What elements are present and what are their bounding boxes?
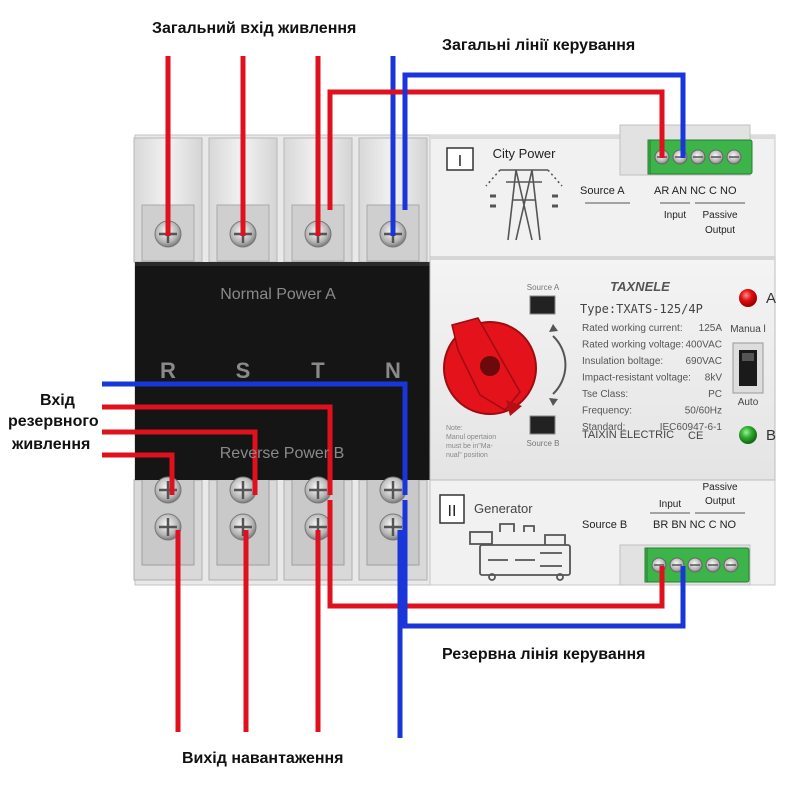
- source-b-output: Output: [705, 496, 735, 507]
- terminal-screw-icon: [154, 476, 182, 504]
- type-label: Type:TXATS-125/4P: [580, 302, 703, 316]
- phase-label-r: R: [160, 358, 176, 383]
- terminal-screw-icon: [379, 476, 407, 504]
- indicator-lamp-a: [739, 289, 757, 307]
- spec-label: Rated working voltage:: [582, 340, 684, 351]
- backup-input-wire-r: [102, 452, 175, 495]
- source-a-input: Input: [664, 210, 686, 221]
- terminal-screw-icon: [304, 476, 332, 504]
- backup-input-wire-t: [102, 404, 333, 495]
- phase-label-n: N: [385, 358, 401, 383]
- terminal-screw-icon: [229, 476, 257, 504]
- spec-label: Rated working current:: [582, 323, 683, 334]
- red-rotary-handle[interactable]: [443, 317, 537, 416]
- phase-label-t: T: [311, 358, 325, 383]
- spec-label: Tse Class:: [582, 389, 628, 400]
- terminal-screw-icon: [229, 513, 257, 541]
- spec-value: 50/60Hz: [685, 406, 722, 417]
- spec-value: 8kV: [705, 373, 723, 384]
- manual-label: Manua l: [730, 324, 766, 335]
- caption-backup-control: Резервна лінія керування: [442, 646, 646, 663]
- source-b-input: Input: [659, 499, 681, 510]
- note-line-3: must be in"Ma-: [446, 443, 494, 450]
- main-control-wire-an: [402, 72, 686, 210]
- source-a-terminals: AR AN NC C NO: [654, 185, 737, 197]
- indicator-lamp-b: [739, 426, 757, 444]
- backup-input-wire-n: [102, 381, 408, 495]
- window-a-label: Source A: [527, 283, 560, 292]
- caption-backup-input-1: Вхід: [40, 392, 75, 409]
- source-b-numeral-box: [439, 494, 465, 524]
- source-a-numeral: I: [458, 153, 462, 170]
- main-control-wire-ar: [327, 89, 665, 210]
- device-labels: Normal Power A Reverse Power B R S T N I…: [160, 146, 776, 531]
- spec-value: 125A: [699, 323, 723, 334]
- source-b-numeral: II: [448, 503, 457, 520]
- backup-control-wire-br: [327, 500, 665, 609]
- source-a-output: Output: [705, 225, 735, 236]
- spec-value: IEC60947-6-1: [660, 422, 723, 433]
- ce-mark: CE: [688, 430, 703, 442]
- spec-label: Impact-resistant voltage:: [582, 373, 691, 384]
- source-b-window: [529, 415, 556, 435]
- source-b-passive: Passive: [702, 482, 737, 493]
- source-a-terminal-block: [647, 139, 753, 175]
- terminal-screw-icon: [154, 513, 182, 541]
- auto-label: Auto: [738, 397, 759, 408]
- spec-label: Frequency:: [582, 406, 632, 417]
- maker-label: TAIXIN ELECTRIC: [582, 429, 674, 441]
- reverse-power-label: Reverse Power B: [220, 445, 345, 462]
- source-a-title: City Power: [493, 146, 557, 161]
- spec-value: 690VAC: [685, 356, 722, 367]
- caption-load-output: Вихід навантаження: [182, 750, 344, 767]
- source-a-numeral-box: [446, 147, 474, 171]
- spec-label: Standard:: [582, 422, 625, 433]
- backup-input-wire-s: [102, 429, 258, 495]
- caption-backup-input-2: резервного: [8, 413, 99, 430]
- control-panel: [429, 256, 776, 481]
- source-b-title: Generator: [474, 501, 533, 516]
- source-a-window: [529, 295, 556, 315]
- pylon-icon: [485, 169, 563, 241]
- note-line-1: Note:: [446, 425, 463, 432]
- normal-power-label: Normal Power A: [220, 286, 336, 303]
- backup-control-wire-bn: [402, 500, 686, 629]
- window-b-label: Source B: [527, 439, 560, 448]
- source-b-label: Source B: [582, 519, 627, 531]
- rotation-arrow-icon: [552, 335, 567, 395]
- spec-value: 400VAC: [685, 340, 722, 351]
- source-a-passive: Passive: [702, 210, 737, 221]
- black-front-band: [135, 262, 430, 480]
- source-a-label: Source A: [580, 185, 625, 197]
- caption-main-input: Загальний вхід живлення: [152, 20, 357, 37]
- caption-main-control: Загальні лінії керування: [442, 37, 636, 54]
- spec-label: Insulation boltage:: [582, 356, 663, 367]
- brand-label: TAXNELE: [610, 279, 670, 294]
- note-line-4: nual" position: [446, 452, 488, 459]
- indicator-b-label: B: [766, 427, 776, 444]
- source-b-terminals: BR BN NC C NO: [653, 519, 737, 531]
- spec-value: PC: [708, 389, 722, 400]
- generator-icon: [469, 523, 571, 581]
- caption-backup-input-3: живлення: [12, 436, 91, 453]
- indicator-a-label: A: [766, 290, 776, 307]
- phase-label-s: S: [236, 358, 251, 383]
- note-line-2: Manul opertaion: [446, 434, 496, 441]
